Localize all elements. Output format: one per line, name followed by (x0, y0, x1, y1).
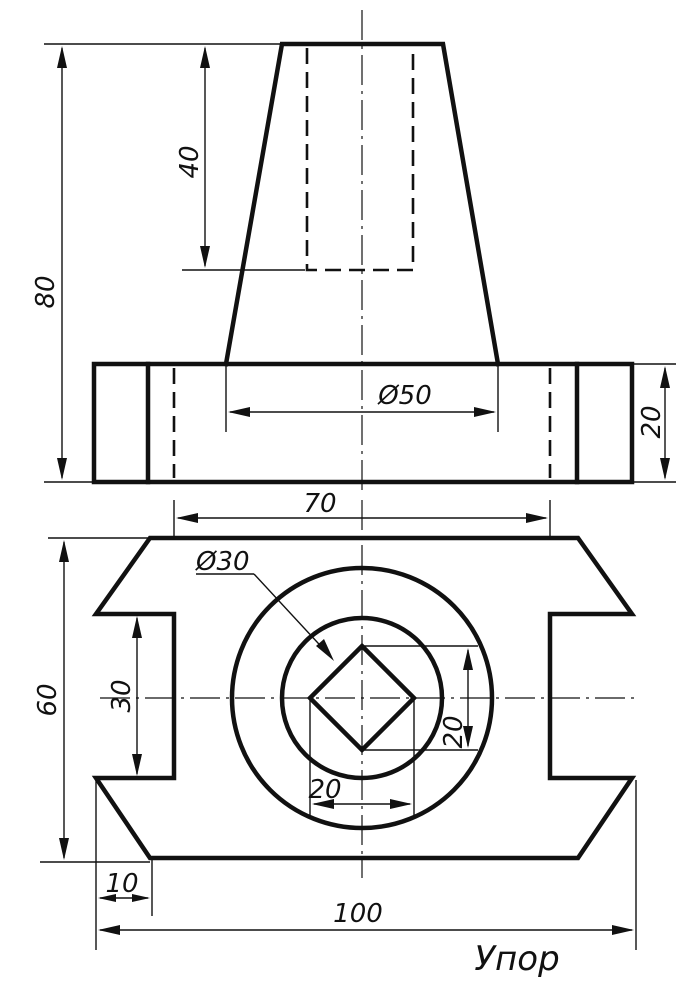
plan-outline (91, 535, 637, 861)
base-outline (91, 361, 635, 485)
plan-view (91, 500, 640, 878)
dim-d30-label: Ø30 (195, 547, 250, 577)
dim-70-label: 70 (303, 489, 336, 519)
cone-outline (223, 41, 501, 367)
dim-10-label: 10 (105, 869, 138, 899)
dim-d50-label: Ø50 (377, 381, 432, 411)
dim-20-base-label: 20 (637, 405, 667, 438)
dim-40-label: 40 (175, 145, 205, 178)
hidden-bore (305, 48, 415, 272)
part-title: Упор (474, 939, 559, 979)
dim-20-sq-v-label: 20 (439, 715, 469, 748)
dim-60-label: 60 (33, 683, 63, 716)
dimensions: 80 40 Ø50 20 70 60 (31, 43, 676, 950)
leader-d30 (253, 573, 331, 657)
dim-30-label: 30 (107, 679, 137, 712)
dim-80-label: 80 (31, 275, 61, 308)
dim-20-sq-h-label: 20 (308, 775, 341, 805)
front-view (91, 10, 635, 490)
dim-100-label: 100 (333, 899, 383, 929)
